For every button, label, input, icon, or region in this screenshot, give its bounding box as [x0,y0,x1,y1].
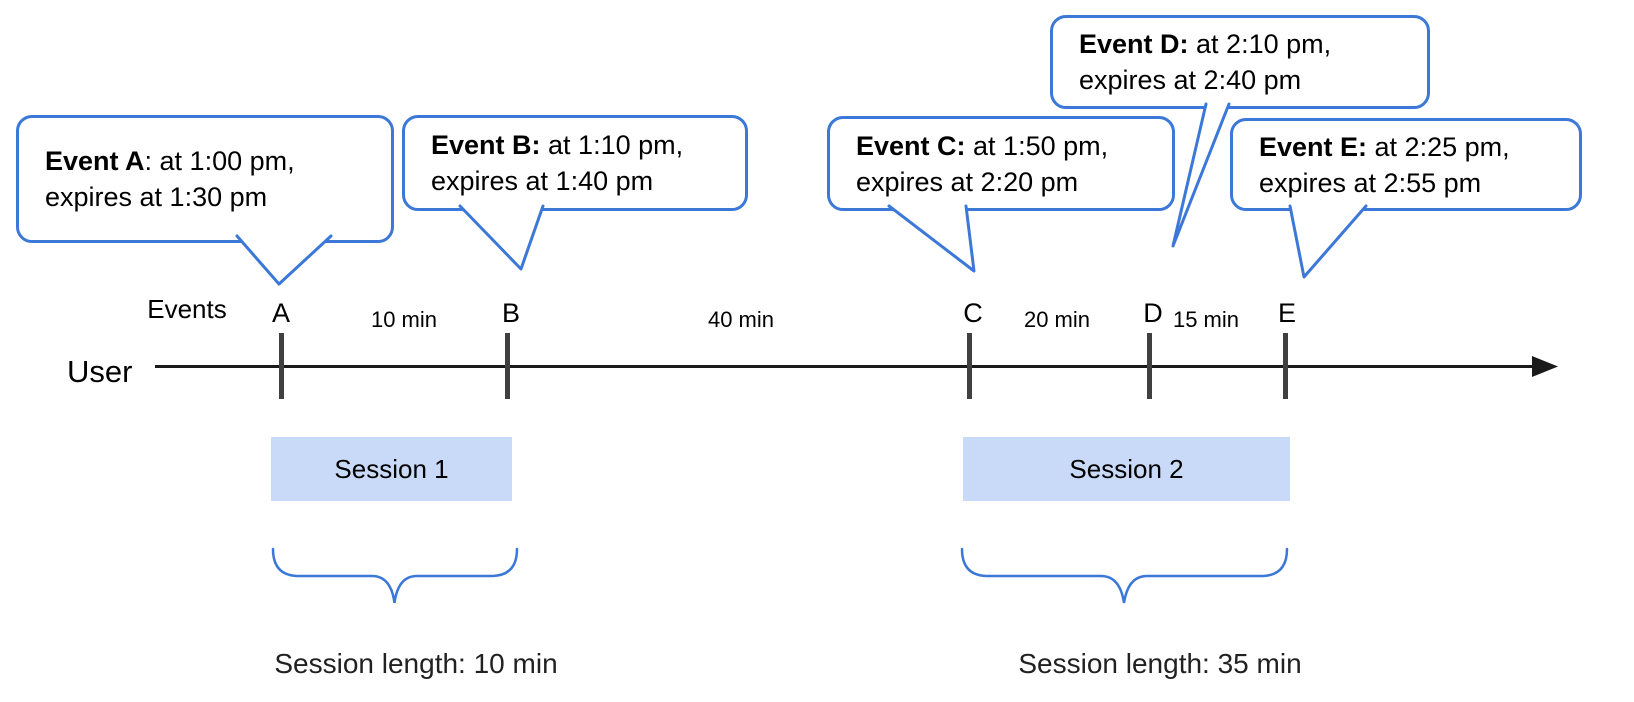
event-e-bubble-tail [1288,204,1368,279]
event-a-bubble: Event A: at 1:00 pm, expires at 1:30 pm [16,115,394,243]
timeline-arrow-icon [1532,356,1558,377]
event-a-letter: A [271,298,291,328]
event-d-bubble-tail [1171,102,1231,248]
session-2-label: Session 2 [1069,453,1184,484]
event-e-letter: E [1277,298,1297,328]
event-b-line1: Event B: at 1:10 pm, [431,127,683,163]
user-axis-label: User [67,354,133,389]
event-e-bubble: Event E: at 2:25 pm, expires at 2:55 pm [1230,118,1582,211]
event-a-bubble-tail [235,234,333,286]
event-e-name: Event E: [1259,131,1368,162]
event-b-bubble: Event B: at 1:10 pm, expires at 1:40 pm [402,115,748,211]
session-2-length-label: Session length: 35 min [1018,648,1302,679]
event-d-line2: expires at 2:40 pm [1079,65,1302,95]
event-a-time: : at 1:00 pm, [144,146,295,176]
event-c-bubble-text: Event C: at 1:50 pm, expires at 2:20 pm [830,128,1108,200]
session-1-bar: Session 1 [271,437,512,501]
event-d-bubble-text: Event D: at 2:10 pm, expires at 2:40 pm [1053,26,1331,98]
event-c-bubble-tail [887,204,976,273]
session-2-bar: Session 2 [963,437,1290,501]
interval-a-b-label: 10 min [370,307,438,332]
event-e-line1: Event E: at 2:25 pm, [1259,129,1510,165]
event-d-letter: D [1143,298,1163,328]
event-e-bubble-text: Event E: at 2:25 pm, expires at 2:55 pm [1233,129,1510,201]
interval-d-e-label: 15 min [1172,307,1240,332]
event-d-name: Event D: [1079,29,1189,59]
event-c-line2: expires at 2:20 pm [856,166,1079,197]
event-e-line2: expires at 2:55 pm [1259,167,1482,198]
event-a-line2: expires at 1:30 pm [45,182,268,212]
event-c-line1: Event C: at 1:50 pm, [856,128,1108,164]
event-a-bubble-text: Event A: at 1:00 pm, expires at 1:30 pm [19,143,295,215]
session-1-brace [271,547,519,604]
event-c-time: at 1:50 pm, [965,130,1109,161]
events-axis-label: Events [147,294,227,324]
event-c-name: Event C: [856,130,966,161]
interval-b-c-label: 40 min [707,307,775,332]
event-b-letter: B [501,298,521,328]
session-2-brace [960,547,1289,604]
event-b-line2: expires at 1:40 pm [431,166,654,196]
session-1-length-label: Session length: 10 min [274,648,558,679]
interval-c-d-label: 20 min [1023,307,1091,332]
event-a-line1: Event A: at 1:00 pm, [45,143,295,179]
event-d-bubble: Event D: at 2:10 pm, expires at 2:40 pm [1050,15,1430,109]
event-b-bubble-tail [458,204,545,271]
event-c-letter: C [963,298,983,328]
event-a-name: Event A [45,146,145,176]
event-d-time: at 2:10 pm, [1188,29,1332,59]
event-b-bubble-text: Event B: at 1:10 pm, expires at 1:40 pm [405,127,683,199]
event-e-time: at 2:25 pm, [1367,131,1510,162]
event-d-line1: Event D: at 2:10 pm, [1079,26,1331,62]
event-b-time: at 1:10 pm, [540,130,684,160]
session-1-label: Session 1 [334,453,449,484]
event-c-bubble: Event C: at 1:50 pm, expires at 2:20 pm [827,116,1175,211]
event-b-name: Event B: [431,130,541,160]
